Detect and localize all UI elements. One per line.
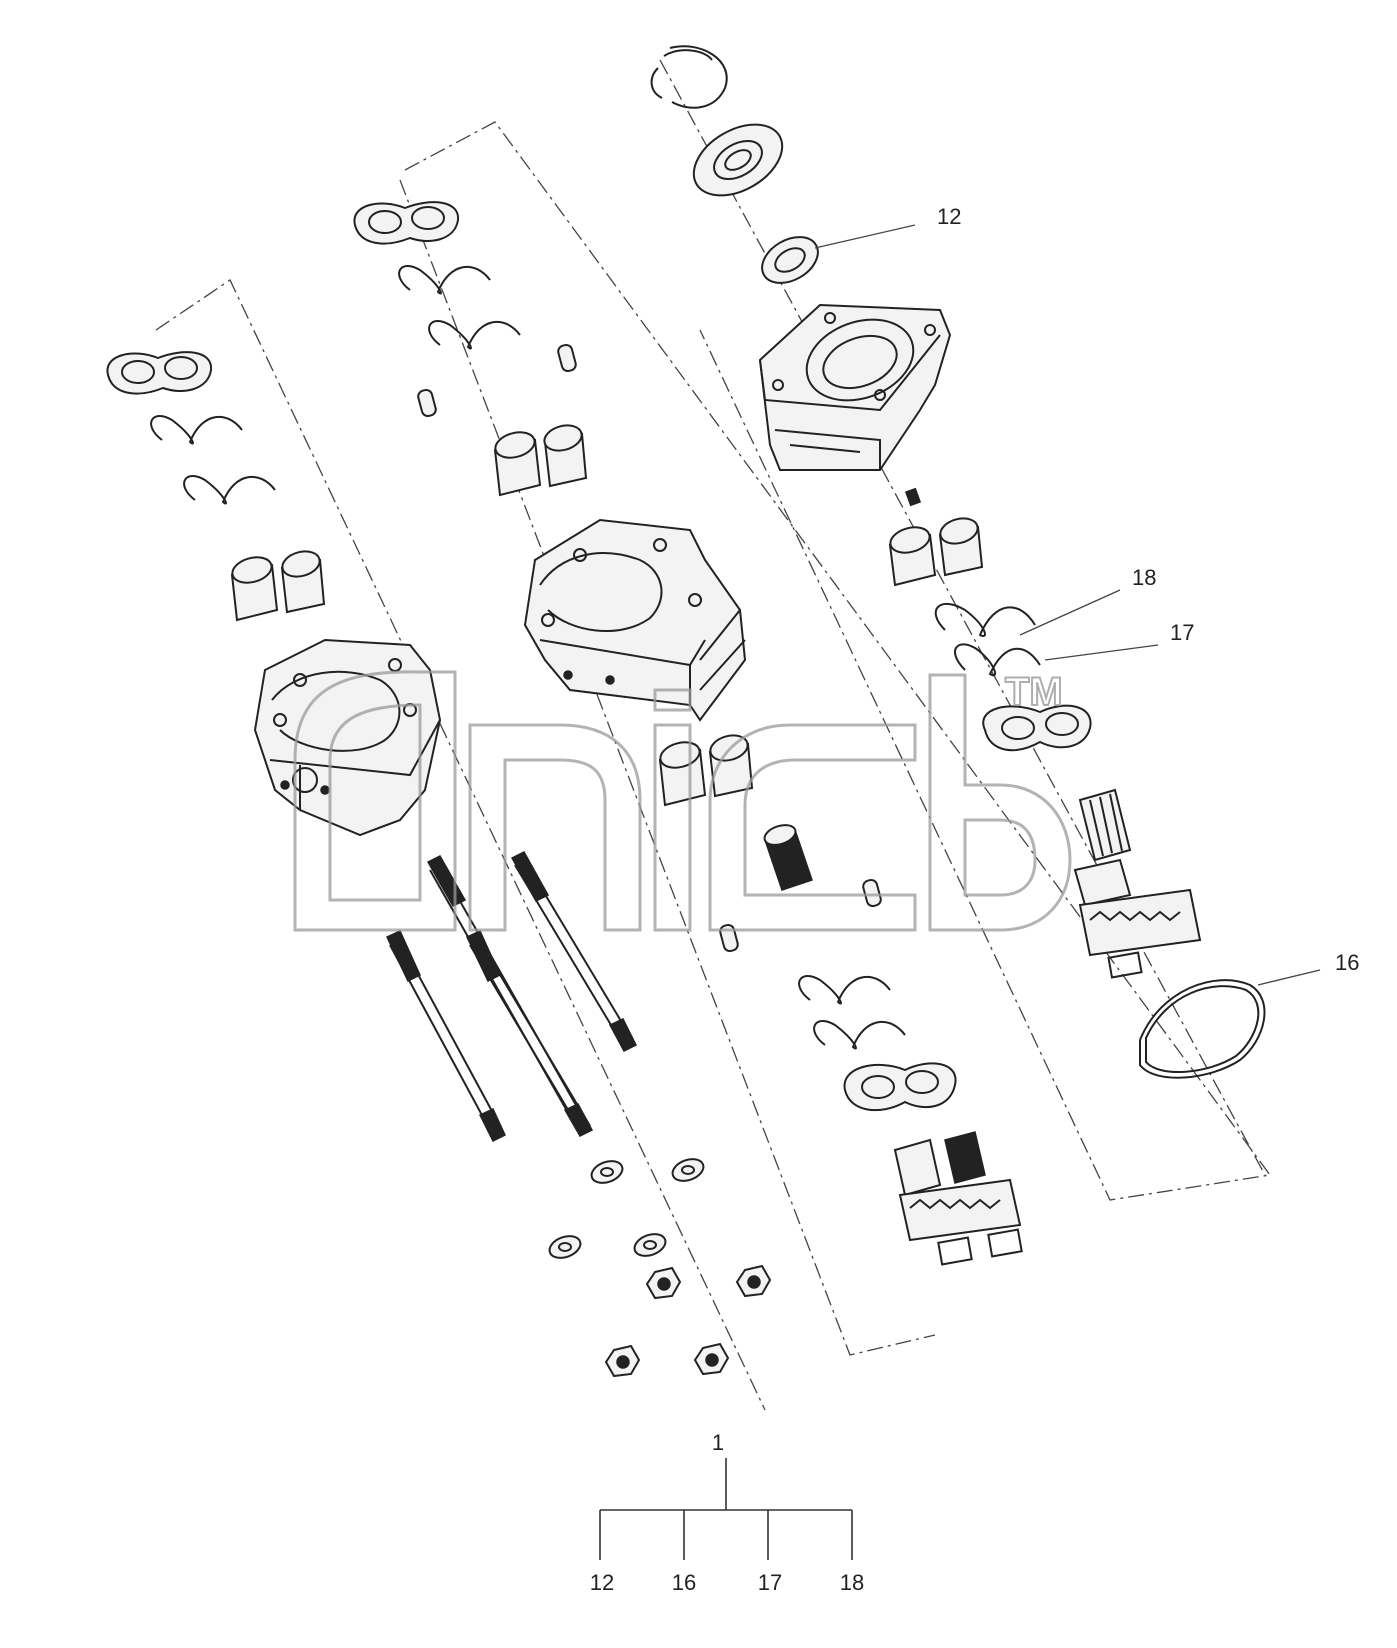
callouts: 12 18 17 16 <box>814 204 1359 986</box>
shaft-seal <box>761 236 819 284</box>
dowel-pin-small <box>904 487 922 507</box>
gear-pair-middle <box>893 1131 1023 1266</box>
wear-plate-right <box>982 704 1092 752</box>
nuts <box>604 1264 772 1378</box>
tree-child-18: 18 <box>840 1570 864 1595</box>
retaining-ring <box>650 45 728 109</box>
seal-ring-17 <box>954 643 1041 677</box>
coupling-sleeve <box>763 824 813 891</box>
tree-child-16: 16 <box>672 1570 696 1595</box>
gear-housing-middle <box>523 518 747 722</box>
callout-17: 17 <box>1170 620 1194 645</box>
callout-18: 18 <box>1132 565 1156 590</box>
assembly-kit-tree: 1 12 16 17 18 <box>590 1430 864 1595</box>
tie-rod-3 <box>385 930 506 1143</box>
callout-12: 12 <box>937 204 961 229</box>
bushing-pair-middle-bottom <box>658 734 754 807</box>
seal-rings-middle-top <box>398 264 521 350</box>
ball-bearing <box>692 123 784 197</box>
callout-16: 16 <box>1335 950 1359 975</box>
washers <box>548 1158 705 1259</box>
wear-plate-left <box>106 351 213 395</box>
tree-root-label: 1 <box>712 1430 724 1455</box>
tree-child-17: 17 <box>758 1570 782 1595</box>
tie-rod-2 <box>510 851 638 1052</box>
watermark-logo: TM <box>293 669 1072 932</box>
bushing-pair-middle-top <box>493 424 588 497</box>
tree-child-12: 12 <box>590 1570 614 1595</box>
wear-plate-middle-bottom <box>843 1062 957 1112</box>
tie-rods <box>385 851 638 1143</box>
rear-body-left <box>253 638 442 837</box>
bushing-pair-upper <box>888 517 984 587</box>
tie-rod-1 <box>426 855 594 1137</box>
bushing-pair-left <box>230 550 326 622</box>
trademark-mark: TM <box>1005 670 1063 714</box>
seal-ring-18 <box>934 603 1036 637</box>
front-cover-flange <box>758 303 952 471</box>
drive-shaft-gear <box>1073 788 1202 979</box>
o-ring-16 <box>1139 979 1266 1079</box>
wear-plate-middle-top <box>353 201 460 245</box>
tie-rod-4 <box>465 930 591 1131</box>
seal-rings-middle-bottom <box>798 974 906 1050</box>
seal-rings-left <box>150 414 276 505</box>
